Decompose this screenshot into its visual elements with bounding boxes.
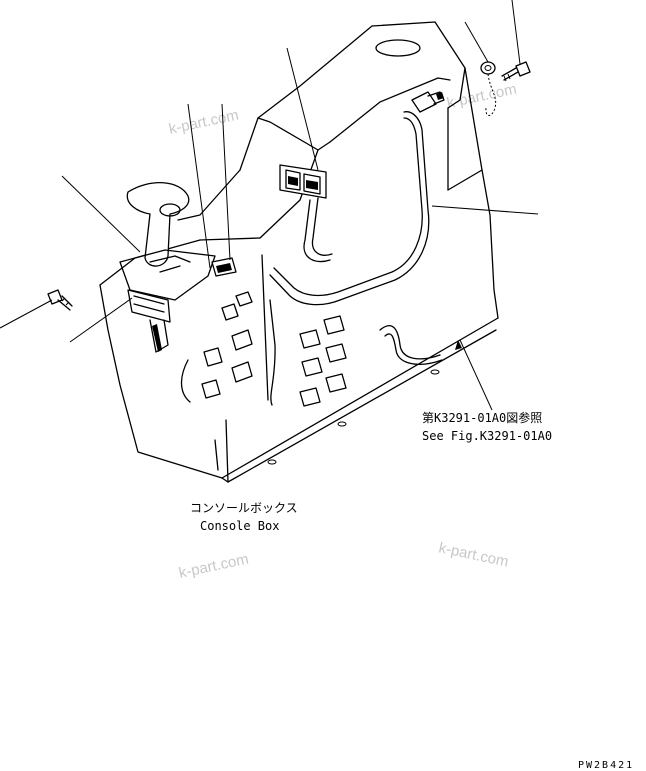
leader-lines	[0, 0, 539, 411]
reference-label-jp: 第K3291-01A0図参照	[422, 410, 542, 425]
wiring-harness	[180, 111, 443, 406]
relays	[201, 291, 347, 407]
watermark: k-part.com	[437, 539, 510, 570]
rear-switch-unit	[279, 164, 327, 199]
console-box-body	[99, 21, 499, 483]
small-switch	[211, 257, 237, 277]
watermark: k-part.com	[177, 551, 250, 582]
console-box-label-en: Console Box	[200, 519, 279, 533]
harness-connector	[411, 91, 445, 113]
watermark: k-part.com	[445, 81, 518, 112]
drawing-code: PW2B421	[578, 760, 634, 771]
mounting-holes	[267, 369, 440, 465]
watermark: k-part.com	[167, 107, 240, 138]
reference-label-en: See Fig.K3291-01A0	[422, 429, 552, 443]
console-box-label-jp: コンソールボックス	[190, 501, 298, 515]
shift-lever	[119, 181, 216, 301]
switch-panel	[127, 289, 171, 353]
bolt-upper-right	[501, 61, 531, 82]
cap-with-chain	[480, 61, 497, 116]
